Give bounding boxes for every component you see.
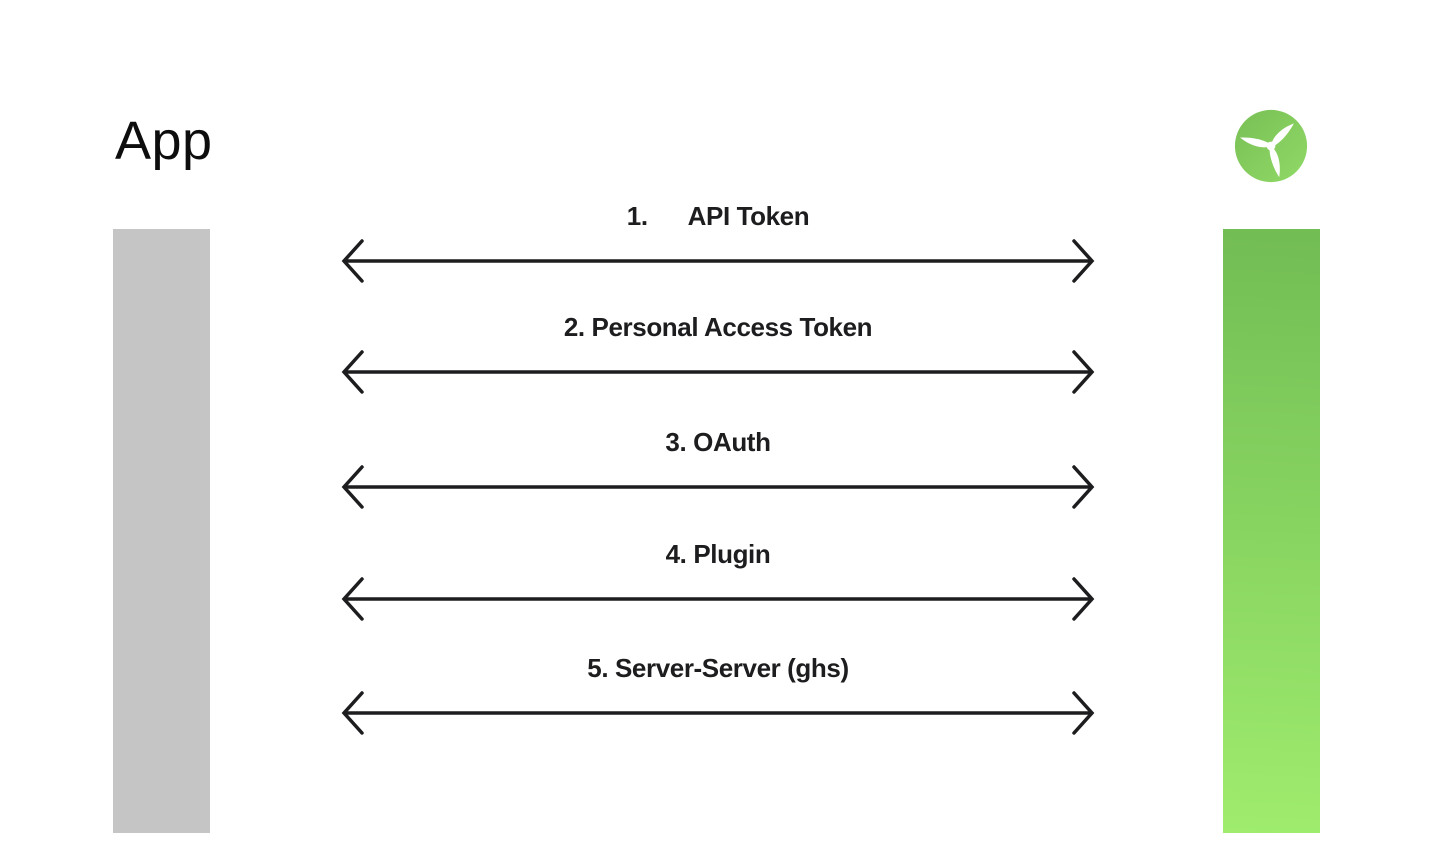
service-lifeline-bar [1223,229,1320,833]
connection-row: 4. Plugin [341,539,1095,621]
connection-label: 5. Server-Server (ghs) [587,653,849,683]
connection-row: 3. OAuth [341,427,1095,509]
connection-label: 2. Personal Access Token [563,312,873,342]
connection-label: 4. Plugin [665,539,771,569]
connection-label: 3. OAuth [665,427,771,457]
double-arrow-icon [341,350,1095,394]
connection-row: 1. API Token [341,201,1095,283]
connection-label: 1. API Token [626,201,810,231]
app-lifeline-bar [113,229,210,833]
connection-row: 2. Personal Access Token [341,312,1095,394]
page-title: App [115,111,213,171]
propeller-icon [1234,109,1308,183]
service-logo [1234,109,1308,183]
double-arrow-icon [341,465,1095,509]
connection-row: 5. Server-Server (ghs) [341,653,1095,735]
double-arrow-icon [341,239,1095,283]
double-arrow-icon [341,691,1095,735]
double-arrow-icon [341,577,1095,621]
